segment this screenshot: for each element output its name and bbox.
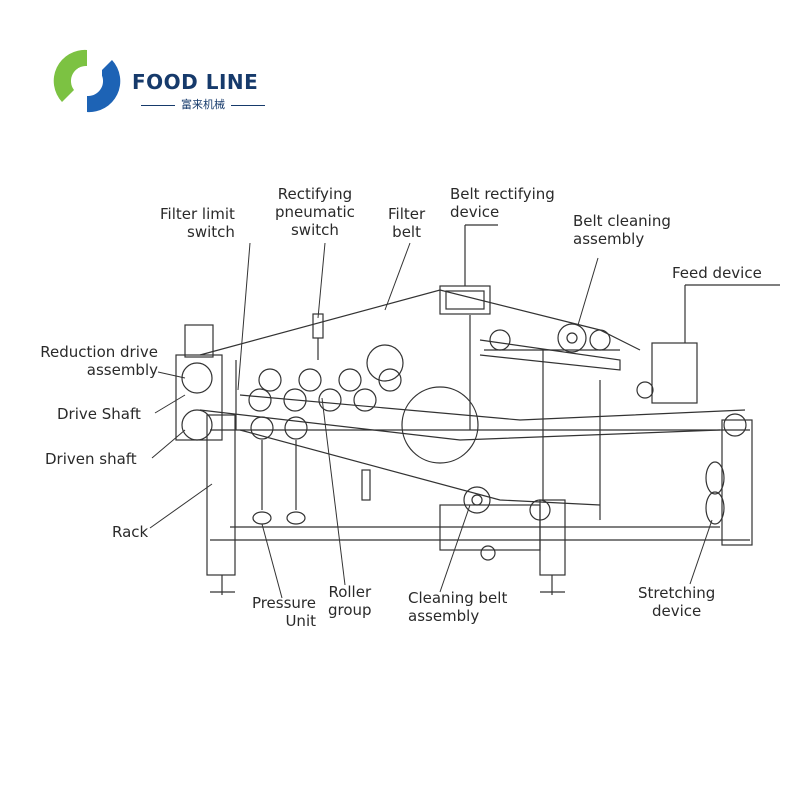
label-driven-shaft: Driven shaft — [45, 450, 137, 468]
roller-group — [248, 329, 747, 521]
label-rack: Rack — [112, 523, 149, 541]
brand-name: FOOD LINE — [132, 70, 259, 94]
brand-subtitle: 富来机械 — [132, 96, 274, 112]
brand-logo: FOOD LINE 富来机械 — [52, 46, 282, 116]
cleaning-belt-assembly — [439, 486, 541, 561]
feed-device — [651, 284, 780, 404]
belt-cleaning-assembly — [484, 323, 620, 353]
leader-lines — [149, 242, 713, 599]
label-drive-shaft: Drive Shaft — [57, 405, 141, 423]
label-feed-device: Feed device — [672, 264, 762, 282]
machine-frame — [206, 315, 753, 595]
belt-rectifying-device — [439, 224, 498, 315]
stretching-device — [705, 461, 725, 525]
reduction-drive-motor — [175, 324, 223, 441]
pressure-unit — [250, 416, 308, 525]
food-line-logo-icon — [53, 49, 121, 113]
filter-belt — [199, 289, 746, 506]
